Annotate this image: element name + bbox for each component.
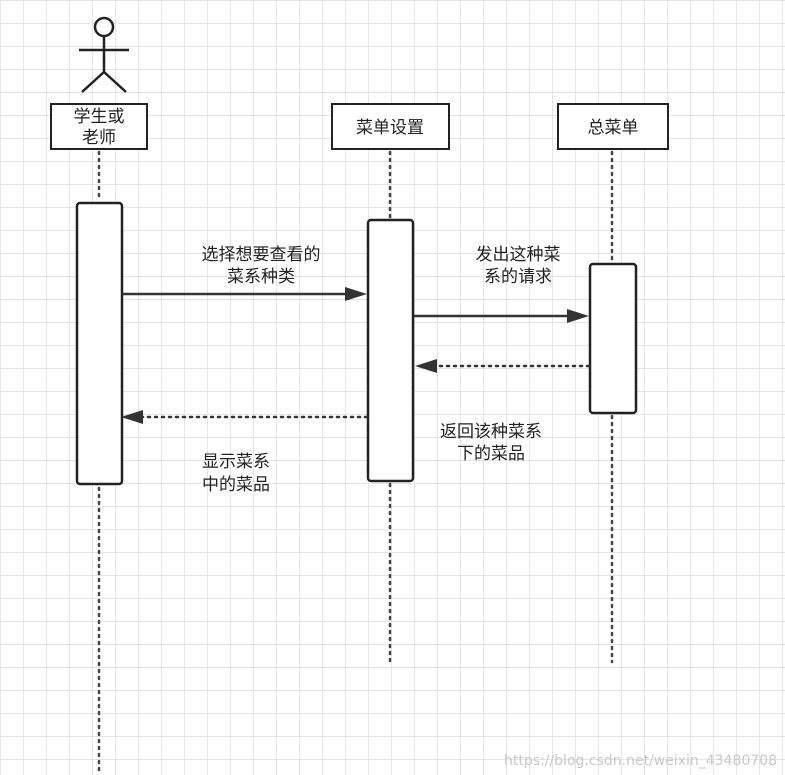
- activation-user: [75, 201, 124, 486]
- message-return-dishes-label-line-2: 下的菜品: [457, 444, 525, 464]
- activation-main-menu: [588, 262, 638, 415]
- message-return-dishes: 返回该种菜系 下的菜品: [415, 359, 591, 464]
- message-return-dishes-label-line-1: 返回该种菜系: [440, 422, 542, 442]
- message-select-category-label-line-1: 选择想要查看的: [202, 245, 321, 265]
- participant-menu-settings-label: 菜单设置: [356, 118, 424, 138]
- arrowhead-icon: [121, 410, 143, 424]
- message-select-category: 选择想要查看的 菜系种类: [123, 245, 367, 301]
- message-send-request-label-line-2: 系的请求: [484, 267, 552, 287]
- participant-user: 学生或 老师: [50, 103, 148, 150]
- arrowhead-icon: [415, 359, 437, 373]
- activation-menu-settings: [366, 218, 415, 483]
- watermark: https://blog.csdn.net/weixin_43480708: [503, 753, 777, 769]
- message-show-dishes: 显示菜系 中的菜品: [121, 410, 369, 495]
- participant-user-label-line-2: 老师: [82, 128, 116, 148]
- participant-main-menu: 总菜单: [557, 103, 669, 150]
- participant-menu-settings: 菜单设置: [331, 103, 450, 150]
- actor-icon: [79, 16, 129, 93]
- message-show-dishes-label-line-1: 显示菜系: [202, 452, 270, 472]
- arrowhead-icon: [567, 309, 589, 323]
- participant-main-menu-label: 总菜单: [588, 118, 639, 138]
- message-show-dishes-label-line-2: 中的菜品: [202, 475, 270, 495]
- message-select-category-label-line-2: 菜系种类: [227, 267, 295, 287]
- arrowhead-icon: [345, 287, 367, 301]
- message-send-request-label-line-1: 发出这种菜: [476, 245, 561, 265]
- message-send-request: 发出这种菜 系的请求: [414, 245, 589, 323]
- participant-user-label-line-1: 学生或: [74, 107, 125, 127]
